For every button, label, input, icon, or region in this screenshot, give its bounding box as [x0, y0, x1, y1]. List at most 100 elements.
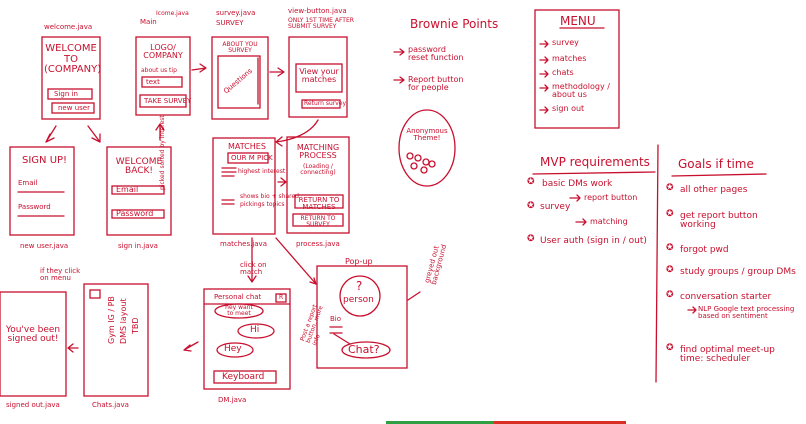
menu-item-signout[interactable]: sign out [552, 104, 585, 113]
welcome-newuser-box [51, 102, 95, 114]
matches-frame [212, 137, 276, 235]
goals-item-2: get report button working [680, 211, 758, 231]
goals-item-5: conversation starter [680, 292, 772, 302]
welcome-frame [41, 36, 101, 120]
menu-item-survey[interactable]: survey [552, 38, 579, 47]
new-user-file-label: new user.java [20, 242, 69, 250]
welcome-newuser-button[interactable]: new user [58, 104, 90, 112]
survey-file2-label: SURVEY [216, 19, 244, 27]
chats-frame [83, 283, 149, 397]
menu-title: MENU [560, 14, 596, 28]
dm-file-label: DM.java [218, 396, 247, 404]
view-matches-box [295, 63, 343, 93]
menu-frame [534, 9, 620, 129]
goals-sub: NLP Google text processing based on sent… [698, 305, 795, 321]
popup-person-circle [339, 275, 381, 317]
matches-shows: shows bio + shared [240, 193, 299, 200]
dm-title: Personal chat [214, 293, 262, 301]
goals-title: Goals if time [678, 157, 754, 171]
mvp-item-1: basic DMs work [542, 179, 613, 189]
menu-item-matches[interactable]: matches [552, 54, 587, 63]
welcome-file-label: welcome.java [44, 23, 93, 31]
survey-file-label: survey.java [216, 9, 256, 17]
flow-arrows [45, 63, 421, 353]
popup-title: Pop-up [345, 257, 373, 266]
chats-file-label: Chats.java [92, 401, 129, 409]
bottom-red-bar [494, 421, 626, 424]
goals-item-6: find optimal meet-up time: scheduler [680, 345, 775, 365]
dm-message-1: hey want to meet [225, 304, 253, 318]
goals-item-4: study groups / group DMs [680, 267, 796, 277]
goals-star-2: ✪ [666, 209, 674, 219]
signin-title: WELCOME BACK! [115, 157, 163, 177]
process-loading: (Loading / connecting) [300, 163, 336, 177]
signed-out-file-label: signed out.java [6, 401, 60, 409]
brownie-bubble-text: Anonymous Theme! [406, 127, 448, 143]
main-frame [135, 36, 191, 116]
matches-highest: highest interest [238, 168, 286, 175]
sign-in-frame [106, 146, 172, 236]
main-file2-label: Icome.java [156, 10, 189, 17]
view-file-label: view-button.java [288, 7, 347, 15]
view-matches-button[interactable]: View your matches [299, 67, 339, 85]
menu-item-chats[interactable]: chats [552, 68, 574, 77]
main-about: about us tip [141, 67, 177, 74]
main-text-box [141, 76, 183, 88]
main-file-label: Main [140, 18, 157, 26]
process-title: MATCHING PROCESS [296, 143, 340, 161]
view-return-button[interactable]: Return survey [304, 100, 347, 107]
process-return-matches[interactable]: RETURN TO MATCHES [298, 196, 340, 212]
survey-frame [211, 36, 269, 120]
signed-out-frame [0, 291, 67, 397]
view-return-box [301, 99, 341, 109]
goals-item-3: forgot pwd [680, 245, 729, 255]
chats-line-1: Gym IG / PB [107, 296, 116, 344]
mvp-title: MVP requirements [540, 155, 650, 169]
anonymous-bubble [398, 109, 456, 187]
survey-inner [217, 55, 261, 109]
mvp-sub-2: matching [590, 217, 628, 226]
brownie-item-1: password reset function [408, 45, 464, 63]
matches-file-label: matches.java [220, 240, 267, 248]
goals-star-5: ✪ [666, 290, 674, 300]
process-frame [286, 136, 350, 234]
mvp-item-2: survey [540, 202, 571, 212]
matches-side-note: picked sorted by interest [159, 115, 166, 190]
chats-line-2: DMS layout [119, 298, 128, 344]
popup-chat-button[interactable]: Chat? [348, 343, 380, 356]
popup-person: person [343, 295, 374, 305]
brownie-item-2: Report button for people [408, 75, 464, 93]
signup-email-label: Email [18, 179, 38, 187]
matches-pickings: pickings topics [240, 201, 285, 208]
dm-frame [203, 288, 291, 390]
welcome-signin-box [47, 88, 93, 100]
bottom-green-bar [386, 421, 494, 424]
main-survey-box [139, 94, 187, 108]
welcome-signin-button[interactable]: Sign in [54, 90, 78, 98]
dm-report-button[interactable]: R [279, 294, 284, 301]
popup-frame [316, 265, 408, 369]
sign-in-file-label: sign in.java [118, 242, 158, 250]
main-text: text [146, 78, 160, 86]
dm-keyboard[interactable]: Keyboard [222, 372, 265, 382]
view-frame [288, 36, 348, 118]
matches-pick: OUR M PICK [231, 154, 273, 162]
mvp-sub-1: report button [584, 193, 638, 202]
dm-message-3: Hey [224, 344, 242, 354]
signed-out-text: You've been signed out! [5, 325, 61, 345]
menu-item-about[interactable]: methodology / about us [552, 82, 610, 100]
new-user-frame [9, 146, 75, 236]
signin-email-label: Email [116, 185, 139, 194]
list-arrows [393, 40, 697, 314]
signin-password-label: Password [116, 209, 154, 218]
signup-password-label: Password [18, 203, 51, 211]
goals-star-3: ✪ [666, 243, 674, 253]
popup-bio: Bio [330, 315, 342, 323]
process-return-survey[interactable]: RETURN TO SURVEY [300, 215, 336, 229]
goals-star-1: ✪ [666, 183, 674, 193]
goals-star-6: ✪ [666, 343, 674, 353]
main-survey-button[interactable]: TAKE SURVEY [144, 97, 192, 105]
matches-title: MATCHES [228, 142, 266, 151]
